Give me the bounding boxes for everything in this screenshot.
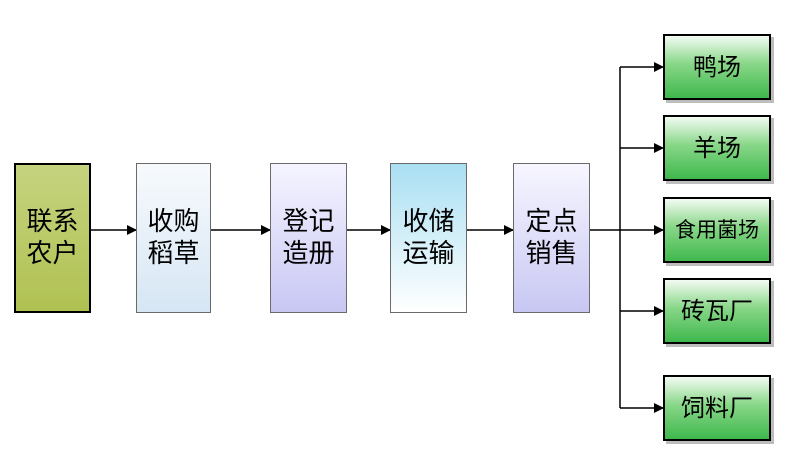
step-contact-farmers: 联系 农户 (14, 163, 91, 313)
output-sheep-farm: 羊场 (663, 115, 771, 181)
output-label: 羊场 (693, 134, 741, 162)
output-duck-farm: 鸭场 (663, 34, 771, 100)
step-label: 定点 销售 (525, 206, 578, 270)
output-label: 食用菌场 (675, 217, 759, 242)
step-register: 登记 造册 (270, 163, 347, 313)
output-label: 鸭场 (693, 53, 741, 81)
step-purchase-straw: 收购 稻草 (136, 163, 211, 313)
output-label: 饲料厂 (681, 394, 753, 422)
step-label: 收购 稻草 (147, 206, 200, 270)
step-label: 联系 农户 (26, 206, 79, 270)
step-storage-transport: 收储 运输 (390, 163, 467, 313)
step-label: 收储 运输 (402, 206, 455, 270)
output-label: 砖瓦厂 (681, 297, 753, 325)
step-label: 登记 造册 (282, 206, 335, 270)
output-mushroom-farm: 食用菌场 (663, 197, 771, 263)
step-designated-sales: 定点 销售 (513, 163, 590, 313)
output-feed-factory: 饲料厂 (663, 375, 771, 441)
output-brick-factory: 砖瓦厂 (663, 278, 771, 344)
